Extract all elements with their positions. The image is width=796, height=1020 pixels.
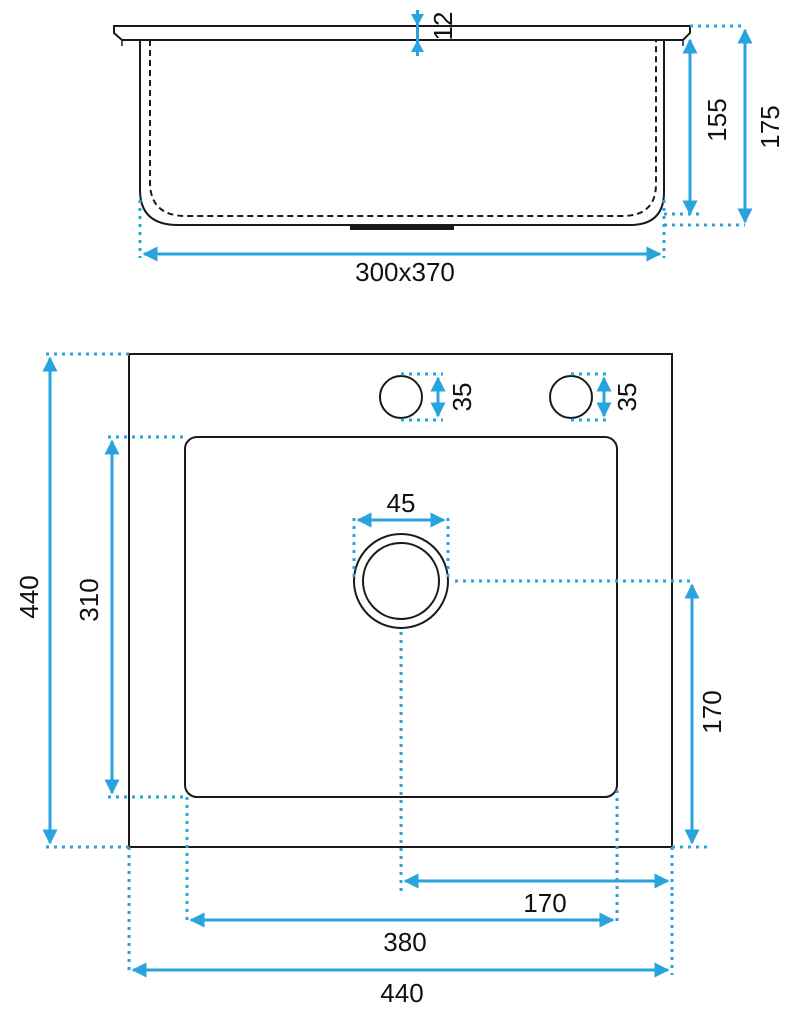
- dim-overall-length: 440: [127, 847, 674, 1008]
- dim-tap-hole-left: 35: [401, 372, 477, 422]
- side-view-rim: [113, 25, 691, 41]
- side-view-bowl-outer: [139, 40, 665, 226]
- dim-bowl-length: 380: [185, 790, 619, 957]
- label-overall-length: 440: [380, 978, 423, 1008]
- dim-drain-offset-horizontal: 170: [399, 632, 674, 918]
- label-inner-depth: 155: [702, 98, 732, 141]
- dim-drain-diameter: 45: [352, 488, 450, 580]
- side-view-drain: [350, 225, 454, 230]
- top-view-outer-frame: [128, 353, 673, 848]
- dim-drain-offset-vertical: 170: [455, 579, 727, 849]
- dim-bowl-size: 300x370: [138, 200, 666, 287]
- dim-bowl-width: 310: [74, 435, 185, 799]
- side-view-bowl-inner: [149, 40, 657, 217]
- label-tap-hole-left: 35: [447, 383, 477, 412]
- dim-overall-width: 440: [14, 352, 129, 849]
- label-tap-hole-right: 35: [612, 383, 642, 412]
- label-bowl-length: 380: [383, 927, 426, 957]
- label-bowl-width: 310: [74, 578, 104, 621]
- tap-hole-right: [549, 375, 593, 419]
- label-drain-offset-vertical: 170: [697, 690, 727, 733]
- tap-hole-left: [379, 375, 423, 419]
- side-view: 12 155 175 300x370: [113, 10, 785, 287]
- drain-inner-ring: [362, 542, 440, 620]
- label-bowl-size: 300x370: [355, 257, 455, 287]
- label-drain-diameter: 45: [387, 488, 416, 518]
- label-rim-thickness: 12: [428, 12, 458, 41]
- label-total-depth: 175: [755, 105, 785, 148]
- label-overall-width: 440: [14, 575, 44, 618]
- top-view-bowl: [184, 436, 618, 798]
- dim-total-depth: 175: [737, 28, 785, 224]
- dim-tap-hole-right: 35: [571, 372, 642, 422]
- dim-rim-thickness: 12: [411, 10, 458, 56]
- dim-inner-depth: 155: [682, 38, 732, 216]
- drain-outer-ring: [353, 533, 449, 629]
- label-drain-offset-horizontal: 170: [523, 888, 566, 918]
- top-view: 35 35 45 310 440: [14, 352, 727, 1008]
